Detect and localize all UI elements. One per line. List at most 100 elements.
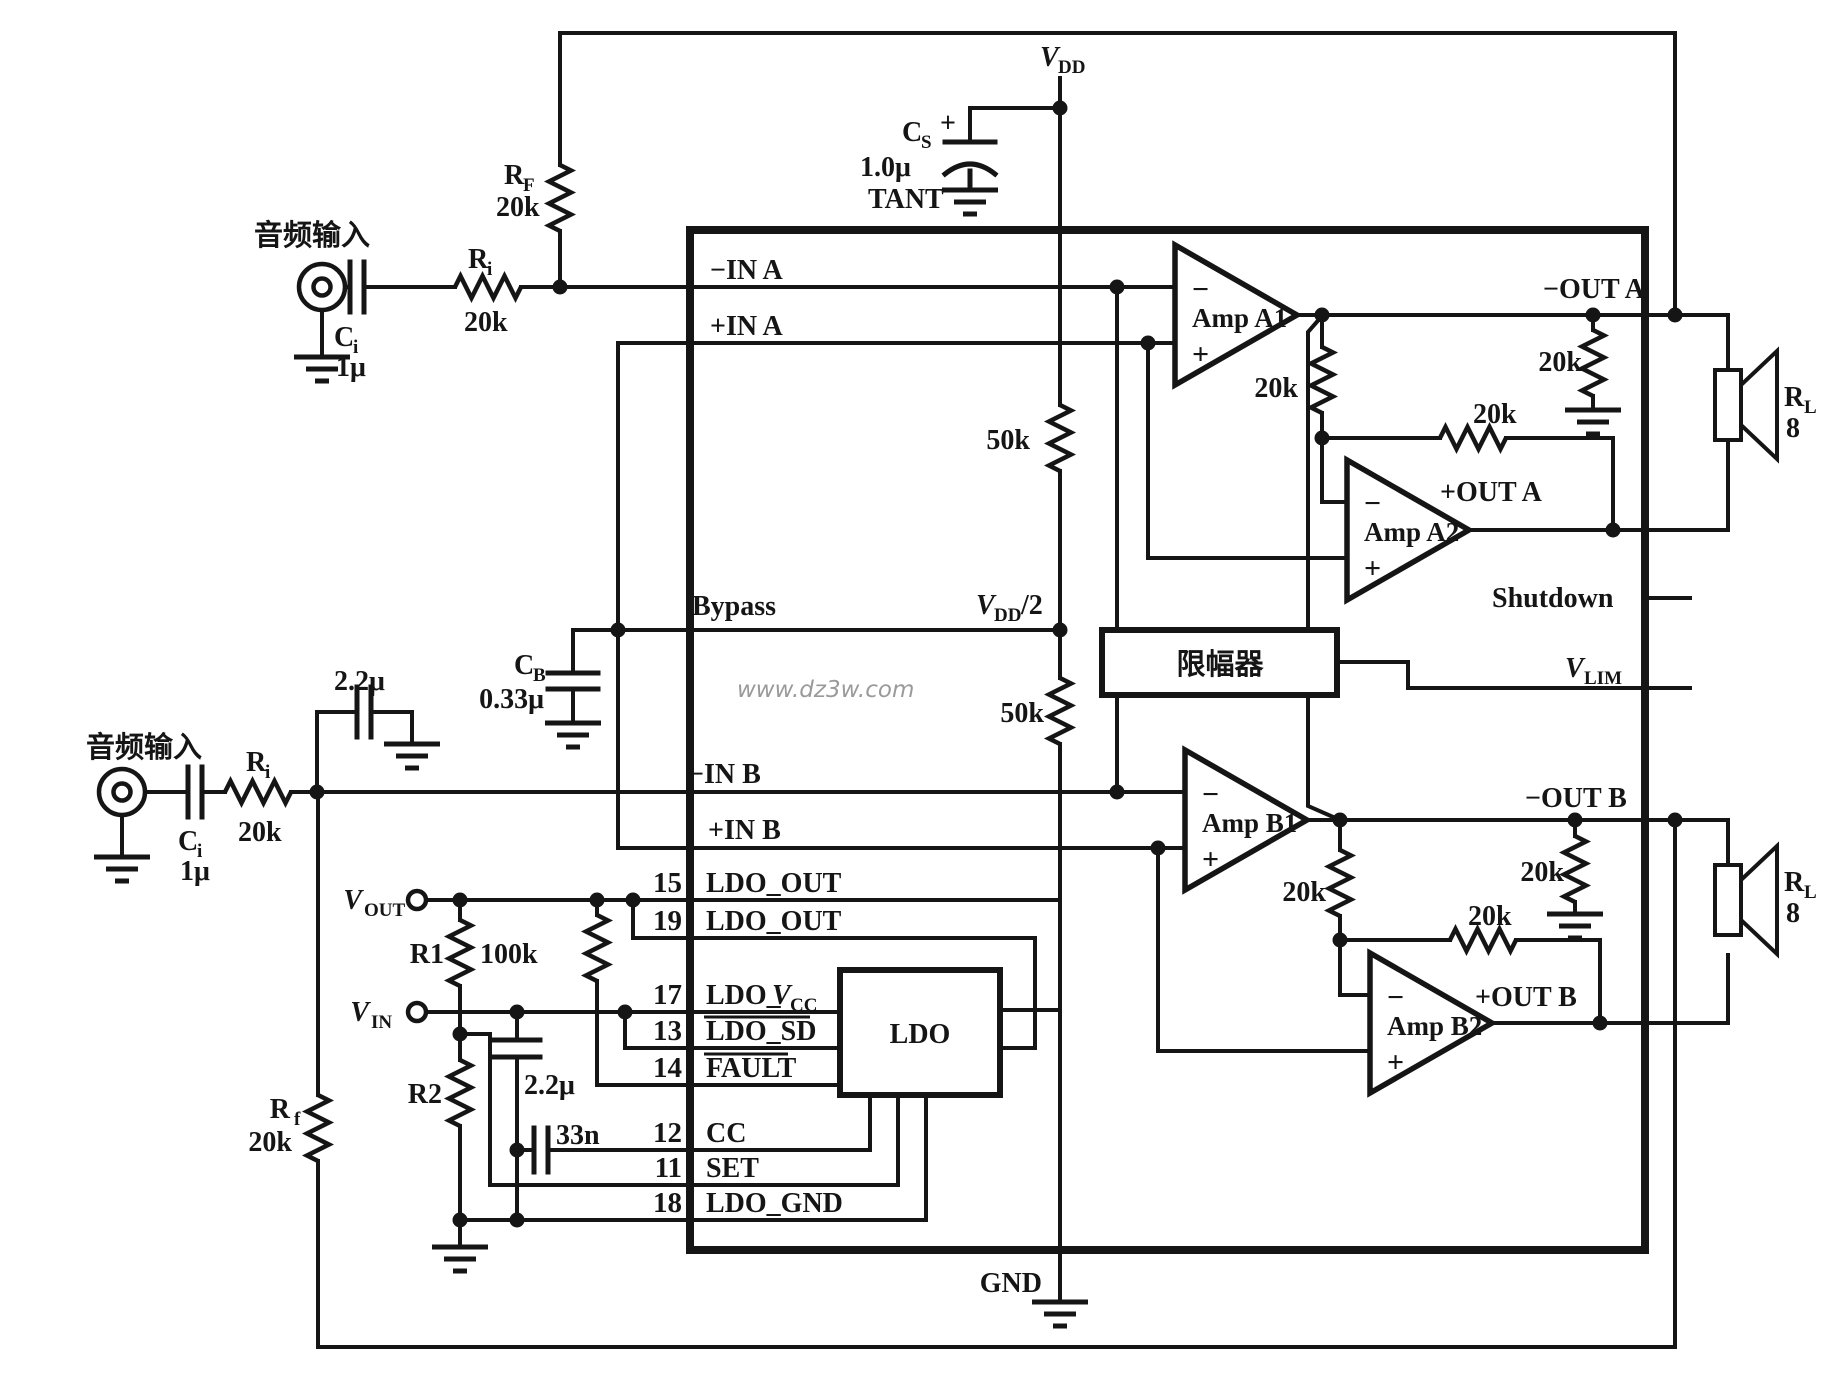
pin-num-12: 12 [653,1117,682,1149]
cap-33n [531,1125,551,1175]
resistor-20k-a-gnd [1582,330,1604,396]
cap-b-value: 2.2μ [334,666,385,697]
resistor-ri-b [225,781,291,803]
wire-out-a [1295,313,1730,532]
cb-value: 0.33μ [479,684,544,715]
pin-label-13: LDO_SD [706,1016,816,1047]
pin-bypass: Bypass [692,591,776,622]
divider-bottom-label: 50k [1000,698,1044,729]
ri-a-sub: i [487,259,492,280]
pin-num-17: 17 [653,979,682,1011]
pin-label-18: LDO_GND [706,1188,843,1219]
ground-symbol [942,190,998,214]
wiring [120,31,1730,1349]
capacitors [185,139,999,1175]
wire-ldo-sd-13 [623,1010,842,1050]
pin-in-a-pos: +IN A [710,311,784,342]
ci-b-label: C [178,826,198,857]
amp-b2-plus: + [1387,1046,1404,1079]
resistor-20k-a-horiz [1440,427,1506,449]
ground-symbol [1032,1302,1088,1326]
rl-a-sub: L [1804,397,1817,418]
cb-sub: B [533,665,546,686]
vin-sub: IN [371,1012,392,1033]
vout-sub: OUT [364,900,406,921]
rl-b-sub: L [1804,882,1817,903]
pin-in-a-neg: −IN A [710,255,784,286]
ci-b-value: 1μ [180,856,210,887]
ri-a-value: 20k [464,307,508,338]
speaker-b [1713,844,1779,956]
audio-input-a-label: 音频输入 [254,218,370,252]
amp-a2-label: Amp A2 [1364,517,1459,547]
cs-value: 1.0μ [860,152,911,183]
wire-ldo-gnd-18 [458,1093,928,1222]
pin-vlim: V [1565,653,1586,684]
cap-ci-b [185,764,205,820]
ci-a-label: C [334,322,354,353]
rf-a-sub: F [523,175,535,196]
wire-feedback-loop-b [316,790,1677,1349]
pin-out-b-pos: +OUT B [1475,982,1577,1013]
resistor-r1 [449,920,471,986]
cs-type: TANT [868,184,944,215]
pin-label-17-v: V [772,980,793,1011]
resistor-20k-b-gnd [1564,836,1586,902]
pin-label-17: LDO_ [706,980,782,1011]
speaker-a [1713,349,1779,461]
ldo-box [837,967,1003,1098]
ldo-block-label: LDO [890,1019,951,1050]
wire-out-b [1305,818,1730,1025]
vout-label: V [343,885,364,916]
resistor-r2 [449,1060,471,1126]
rf-a-value: 20k [496,192,540,223]
rl-a-label: R [1784,382,1805,413]
amp-b1-plus: + [1202,843,1219,876]
pin-num-19: 19 [653,905,682,937]
rl-a-value: 8 [1786,413,1800,444]
ci-a-sub: i [353,337,358,358]
rf-b-sub: f [294,1109,301,1130]
pin-in-b-pos: +IN B [708,815,781,846]
rca-jack-a [299,264,345,310]
wire-feedback-a-toprail [558,31,1677,317]
pin-vlim-sub: LIM [1584,668,1622,689]
r2-label: R2 [408,1079,442,1110]
divider-top-label: 50k [986,425,1030,456]
ldo-2u2-value: 2.2μ [524,1070,575,1101]
cap-2u2-ldo [491,1037,543,1060]
amp-b2-label: Amp B2 [1387,1011,1482,1041]
pin-label-14: FAULT [706,1053,797,1084]
wire-vdd-rail [968,76,1062,1304]
pin-num-18: 18 [653,1187,682,1219]
wire-limiter-taps [1115,285,1692,823]
rf-b-label: R [270,1094,291,1125]
wire-ldo-out-19 [631,898,1037,1050]
resistor-50k-top [1049,405,1071,471]
cap-cs-electrolytic [941,139,999,193]
pin-num-15: 15 [653,867,682,899]
vin-label: V [350,997,371,1028]
pin-label-17-sub: CC [790,995,817,1016]
rl-b-value: 8 [1786,898,1800,929]
rf-b-value: 20k [248,1127,292,1158]
amp-b1-minus: − [1202,778,1219,811]
ground-symbol [545,723,601,747]
ri-a-label: R [468,244,489,275]
pin-num-13: 13 [653,1015,682,1047]
pin-label-11: SET [706,1153,759,1184]
ic-boundary [686,226,1649,1254]
wire-set-11 [458,1032,900,1187]
vdd-label: V [1040,42,1061,73]
wire-input-b-cap [315,710,414,794]
rca-jack-b [99,769,145,815]
limiter-box [1099,627,1340,698]
ground-symbol [1547,914,1603,938]
watermark: www.dz3w.com [737,677,914,703]
vdd-sub: DD [1058,57,1085,78]
ldo-33n-value: 33n [556,1120,600,1151]
pin-out-a-neg: −OUT A [1543,274,1646,305]
ground-symbol [94,857,150,881]
pin-in-b-neg: −IN B [688,759,761,790]
